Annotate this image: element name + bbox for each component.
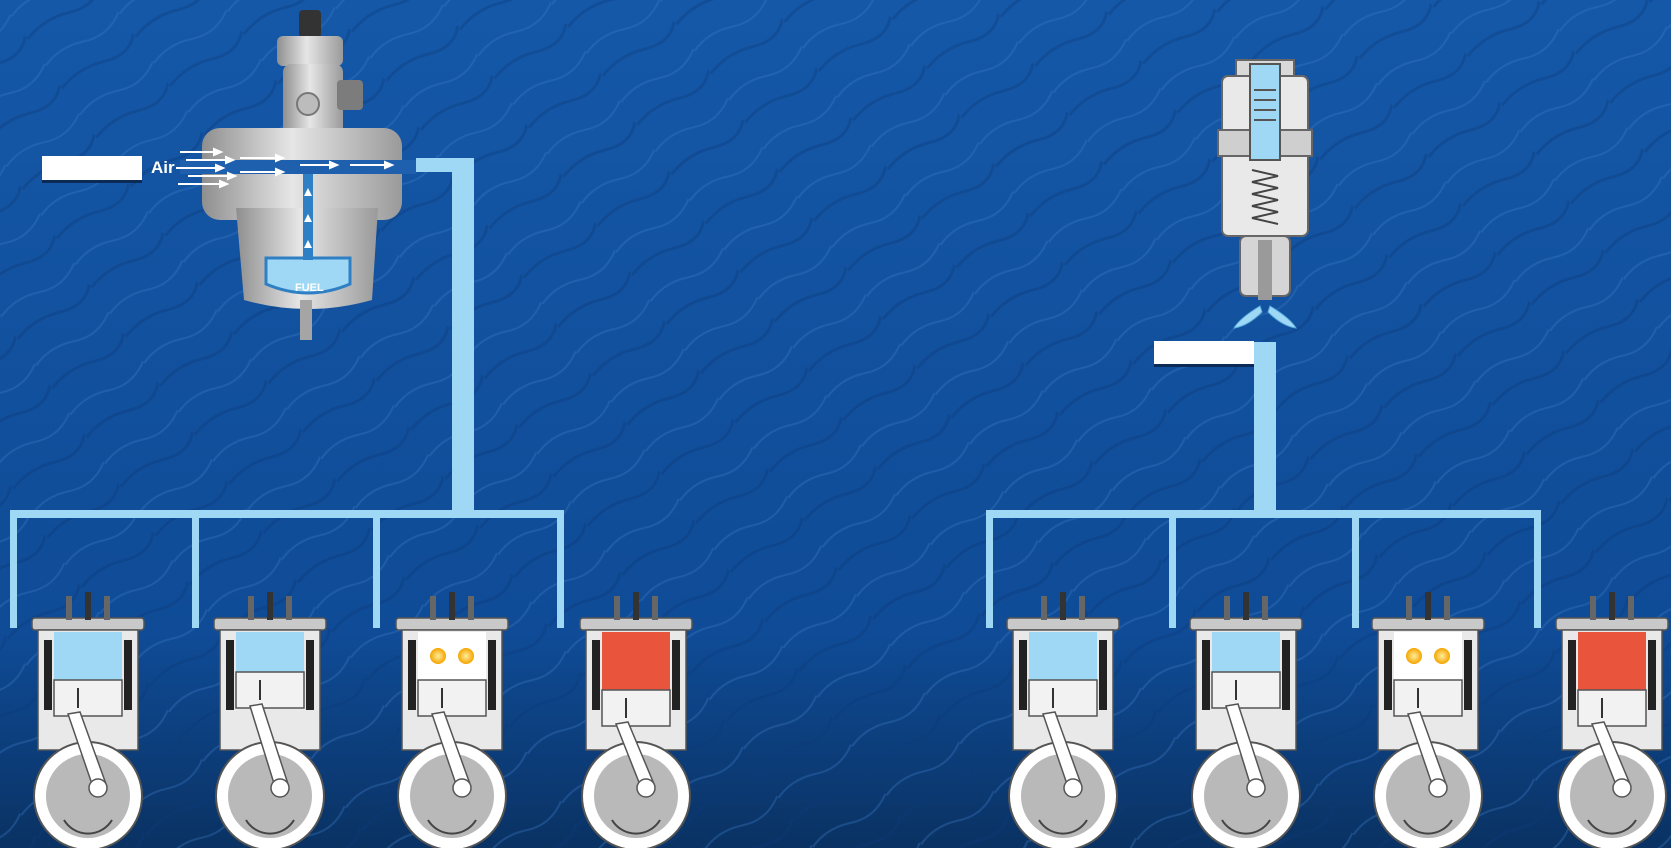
combustion-chamber (54, 632, 122, 680)
spark-plug (1060, 592, 1066, 620)
combustion-chamber (1212, 632, 1280, 672)
spark-plug (633, 592, 639, 620)
piston (1394, 680, 1462, 716)
piston (1578, 690, 1646, 726)
piston (418, 680, 486, 716)
spark-flash (458, 648, 474, 664)
fuel-label: FUEL (295, 282, 324, 294)
spark-plug (449, 592, 455, 620)
air-label: Air (151, 158, 175, 178)
engine-cylinder-power (1372, 592, 1484, 848)
spark-plug (1609, 592, 1615, 620)
piston (54, 680, 122, 716)
combustion-chamber (602, 632, 670, 690)
spark-plug (267, 592, 273, 620)
engine-cylinder-compression (1190, 592, 1302, 848)
carburetor-label-box (42, 156, 142, 180)
piston (236, 672, 304, 708)
spark-plug (85, 592, 91, 620)
engine-cylinder-power (396, 592, 508, 848)
piston (1029, 680, 1097, 716)
injector-label-box (1154, 341, 1254, 364)
spark-plug (1425, 592, 1431, 620)
piston (1212, 672, 1280, 708)
combustion-chamber (1029, 632, 1097, 680)
engine-cylinder-intake (1007, 592, 1119, 848)
engine-cylinder-intake (32, 592, 144, 848)
combustion-chamber (236, 632, 304, 672)
spark-flash (1406, 648, 1422, 664)
engine-cylinder-exhaust (580, 592, 692, 848)
spark-flash (1434, 648, 1450, 664)
piston (602, 690, 670, 726)
combustion-chamber (418, 632, 486, 680)
engine-cylinder-compression (214, 592, 326, 848)
spark-flash (430, 648, 446, 664)
engine-cylinder-exhaust (1556, 592, 1668, 848)
spark-plug (1243, 592, 1249, 620)
combustion-chamber (1578, 632, 1646, 690)
combustion-chamber (1394, 632, 1462, 680)
